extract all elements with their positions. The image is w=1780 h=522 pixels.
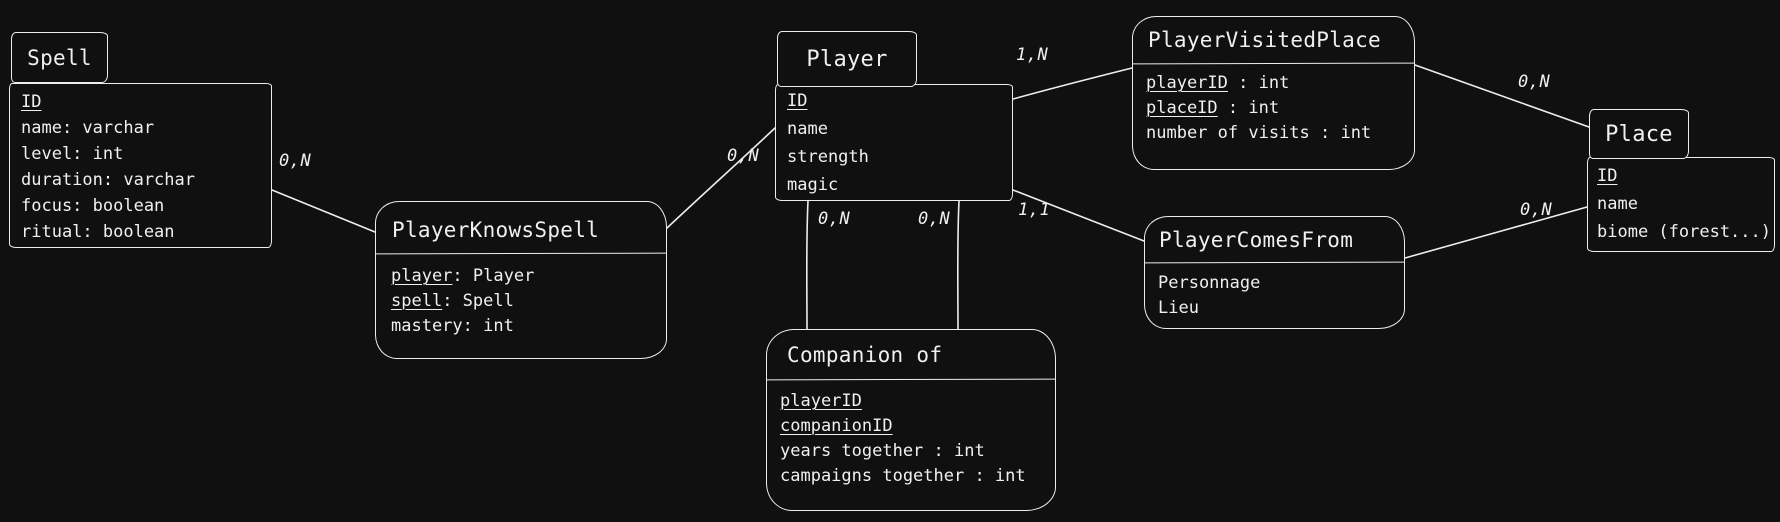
attribute-text: : Spell [442,291,514,311]
attribute-text: focus: boolean [21,196,165,216]
attribute-key: playerID [1146,73,1228,93]
attribute-text: level: int [21,144,124,164]
attribute-text: name [1597,194,1638,214]
attribute-row: campaigns together : int [780,464,1042,489]
relation-companion-of-title: Companion of [787,343,943,367]
attribute-row: spell: Spell [391,289,651,314]
attribute-text: strength [787,147,869,167]
connector-playercomesfrom-place[interactable] [1404,206,1588,259]
connector-player-companion-left[interactable] [805,200,809,330]
entity-place-title[interactable]: Place [1589,109,1689,159]
attribute-row: magic [787,171,1001,199]
attribute-key: player [391,266,453,286]
connector-player-playervisitedplace[interactable] [1012,67,1133,100]
attribute-text: number of visits : int [1146,123,1372,143]
entity-player[interactable]: ID name strength magic [775,84,1013,201]
attribute-key: ID [787,91,808,111]
attribute-row: ID [787,87,1001,115]
attribute-row: Lieu [1158,296,1391,321]
attribute-row: playerID [780,389,1042,414]
attribute-row: ritual: boolean [21,219,260,245]
attribute-key: spell [391,291,443,311]
relation-playercomesfrom-title: PlayerComesFrom [1159,228,1354,252]
attribute-row: companionID [780,414,1042,439]
attribute-text: campaigns together : int [780,466,1026,486]
attribute-row: mastery: int [391,314,651,339]
attribute-row: ID [21,89,260,115]
attribute-text: mastery: int [391,316,514,336]
connector-player-playercomesfrom[interactable] [1012,189,1145,242]
attribute-row: years together : int [780,439,1042,464]
attribute-row: biome (forest...) [1597,218,1771,246]
attribute-row: playerID : int [1146,71,1401,96]
cardinality-label[interactable]: 0,N [727,146,760,166]
connector-playerknowsspell-player[interactable] [666,127,776,229]
attribute-text: ritual: boolean [21,222,175,242]
attribute-row: name [1597,190,1770,218]
attribute-text: magic [787,175,839,195]
attribute-row: level: int [21,141,260,167]
attribute-text: duration: varchar [21,170,195,190]
attribute-row: number of visits : int [1146,121,1401,146]
connector-player-companion-right[interactable] [956,200,960,330]
relation-companion-of[interactable]: Companion of playerID companionID years … [766,329,1056,511]
cardinality-label[interactable]: 0,N [279,151,312,171]
attribute-key: placeID [1146,98,1218,118]
attribute-key: ID [21,92,42,112]
attribute-row: player: Player [391,264,651,289]
attribute-text: name: varchar [21,118,155,138]
relation-playerknowsspell[interactable]: PlayerKnowsSpell player: Player spell: S… [375,201,667,359]
connector-playervisitedplace-place[interactable] [1414,64,1590,128]
cardinality-label[interactable]: 0,N [1520,200,1553,220]
attribute-text: biome (forest...) [1597,222,1771,242]
cardinality-label[interactable]: 0,N [918,209,951,229]
attribute-text: Lieu [1158,298,1199,318]
attribute-text: Personnage [1158,273,1261,293]
relation-playervisitedplace[interactable]: PlayerVisitedPlace playerID : int placeI… [1132,16,1415,170]
attribute-row: name: varchar [21,115,260,141]
relation-playercomesfrom[interactable]: PlayerComesFrom Personnage Lieu [1144,216,1405,329]
cardinality-label[interactable]: 1,1 [1018,200,1051,220]
relation-playervisitedplace-title: PlayerVisitedPlace [1148,28,1381,52]
attribute-row: strength [787,143,1001,171]
attribute-row: focus: boolean [21,193,260,219]
attribute-row: duration: varchar [21,167,260,193]
attribute-key: playerID [780,391,862,411]
entity-spell[interactable]: ID name: varchar level: int duration: va… [9,83,272,248]
attribute-text: : int [1227,73,1290,93]
attribute-text: name [787,119,828,139]
attribute-text: : int [1217,98,1280,118]
relation-playerknowsspell-title: PlayerKnowsSpell [392,218,600,242]
attribute-row: Personnage [1158,271,1391,296]
cardinality-label[interactable]: 0,N [1518,72,1551,92]
attribute-row: ID [1597,162,1770,190]
attribute-text: years together : int [780,441,985,461]
attribute-row: placeID : int [1146,96,1401,121]
entity-spell-title[interactable]: Spell [11,32,108,83]
cardinality-label[interactable]: 0,N [818,209,851,229]
entity-player-title[interactable]: Player [777,31,917,87]
attribute-text: : Player [452,266,535,286]
attribute-key: ID [1597,166,1618,186]
attribute-key: companionID [780,416,893,436]
entity-place[interactable]: ID name biome (forest...) [1587,157,1775,252]
connector-spell-playerknowsspell[interactable] [271,189,376,233]
attribute-row: name [787,115,1001,143]
cardinality-label[interactable]: 1,N [1016,45,1049,65]
